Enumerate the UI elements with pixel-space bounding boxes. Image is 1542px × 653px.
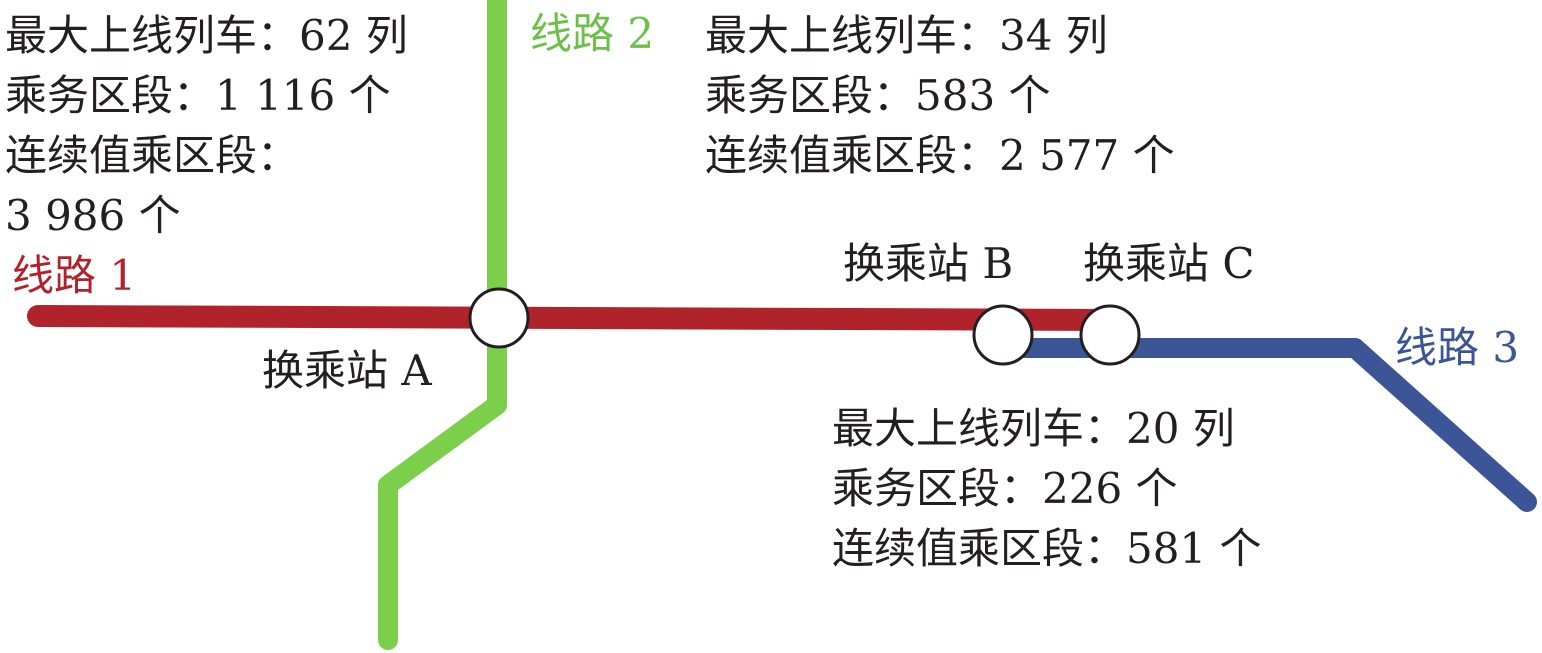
station-a-marker: [468, 287, 530, 349]
station-b-marker: [972, 304, 1034, 366]
line-1-track: [27, 305, 1119, 331]
line-1-stat: 连续值乘区段：: [5, 131, 299, 180]
line-2-stat: 最大上线列车：34 列: [705, 11, 1108, 60]
station-a-label: 换乘站 A: [262, 346, 432, 395]
station-b-label: 换乘站 B: [843, 239, 1013, 288]
line-2-label: 线路 2: [530, 9, 654, 58]
line-2-track: [378, 0, 507, 650]
line-3-stat: 最大上线列车：20 列: [832, 404, 1235, 453]
line-1-stat: 最大上线列车：62 列: [5, 11, 408, 60]
line-3-label: 线路 3: [1395, 323, 1519, 372]
station-c-marker: [1079, 304, 1141, 366]
line-2-stat: 乘务区段：583 个: [705, 71, 1051, 120]
line-1-stat: 3 986 个: [5, 191, 181, 240]
line-3-stat: 乘务区段：226 个: [832, 464, 1178, 513]
station-c-label: 换乘站 C: [1083, 239, 1255, 288]
line-1-label: 线路 1: [12, 251, 136, 300]
line-3-stat: 连续值乘区段：581 个: [832, 524, 1262, 573]
line-1-stat: 乘务区段：1 116 个: [5, 71, 391, 120]
line-2-stat: 连续值乘区段：2 577 个: [705, 131, 1175, 180]
